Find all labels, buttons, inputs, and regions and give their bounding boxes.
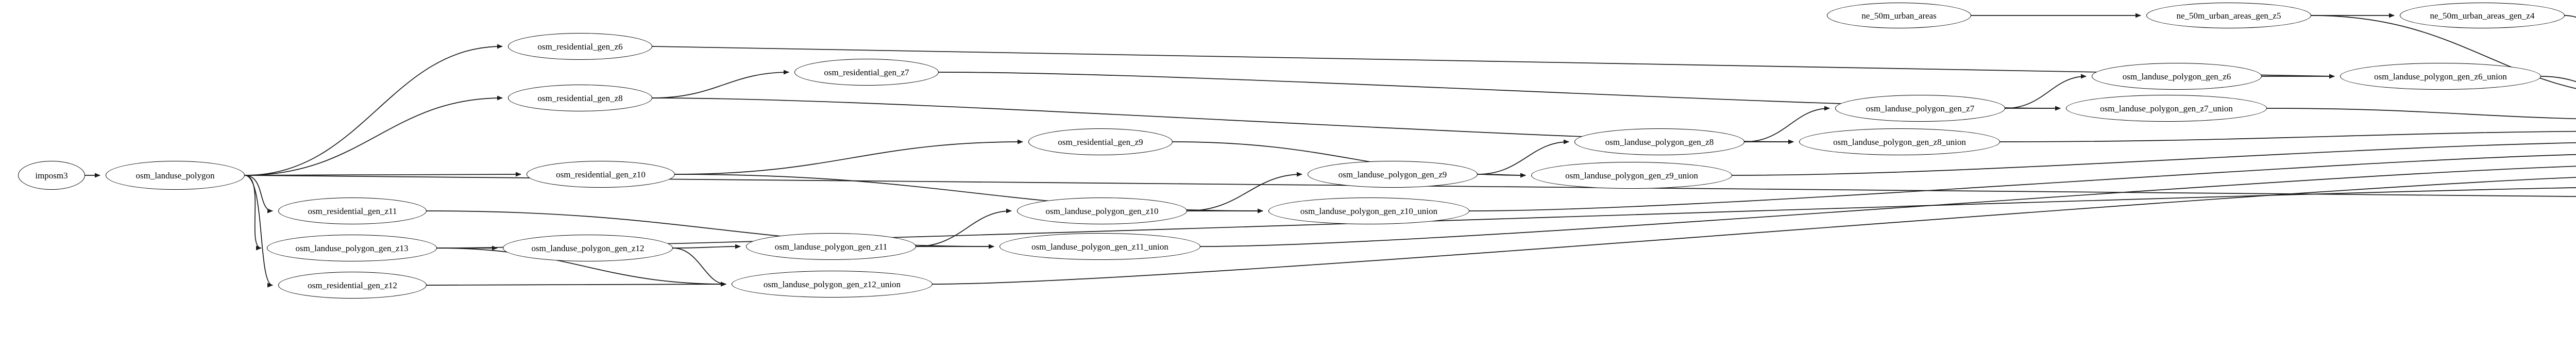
node-label: osm_landuse_polygon_gen_z11 xyxy=(774,241,888,252)
graph-node-osm_landuse_polygon_gen_z12[interactable]: osm_landuse_polygon_gen_z12 xyxy=(503,235,673,261)
graph-node-osm_landuse_polygon_gen_z9[interactable]: osm_landuse_polygon_gen_z9 xyxy=(1308,161,1478,188)
graph-node-osm_landuse_polygon_gen_z10_union[interactable]: osm_landuse_polygon_gen_z10_union xyxy=(1268,198,1469,224)
graph-edge-osm_landuse_polygon_gen_z6_union-to-layer_landuse:z6 xyxy=(2540,76,2576,83)
graph-node-osm_landuse_polygon_gen_z11[interactable]: osm_landuse_polygon_gen_z11 xyxy=(746,233,916,260)
graph-edge-osm_landuse_polygon_gen_z9-to-osm_landuse_polygon_gen_z8 xyxy=(1477,139,1569,175)
node-label: osm_landuse_polygon_gen_z10_union xyxy=(1300,206,1438,216)
graph-node-ne_50m_urban_areas[interactable]: ne_50m_urban_areas xyxy=(1827,3,1971,28)
node-label: osm_residential_gen_z9 xyxy=(1058,137,1143,147)
graph-node-osm_residential_gen_z11[interactable]: osm_residential_gen_z11 xyxy=(278,198,427,224)
graph-edge-osm_landuse_polygon-to-osm_residential_gen_z6 xyxy=(244,44,503,176)
node-label: osm_residential_gen_z8 xyxy=(537,93,623,103)
node-label: osm_landuse_polygon_gen_z12 xyxy=(531,243,645,253)
graph-node-osm_landuse_polygon[interactable]: osm_landuse_polygon xyxy=(106,161,245,190)
node-label: osm_landuse_polygon_gen_z6_union xyxy=(2374,71,2507,81)
graph-edge-osm_landuse_polygon_gen_z12_union-to-layer_landuse:z12 xyxy=(932,177,2576,285)
node-label: osm_landuse_polygon_gen_z6 xyxy=(2122,71,2231,81)
graph-node-osm_landuse_polygon_gen_z8_union[interactable]: osm_landuse_polygon_gen_z8_union xyxy=(1799,128,2000,155)
graph-edge-osm_landuse_polygon_gen_z12-to-osm_landuse_polygon_gen_z11 xyxy=(672,244,741,249)
node-label: osm_landuse_polygon_gen_z12_union xyxy=(763,279,901,289)
graph-node-osm_landuse_polygon_gen_z13[interactable]: osm_landuse_polygon_gen_z13 xyxy=(267,235,437,261)
node-label: osm_landuse_polygon_gen_z8_union xyxy=(1833,137,1966,147)
graph-edge-osm_landuse_polygon_gen_z13-to-osm_landuse_polygon_gen_z12_union xyxy=(436,248,726,287)
node-label: osm_residential_gen_z6 xyxy=(537,41,623,52)
graph-node-osm_residential_gen_z8[interactable]: osm_residential_gen_z8 xyxy=(508,85,652,111)
graph-edge-ne_50m_urban_areas_gen_z5-to-layer_landuse:z5 xyxy=(2311,15,2576,89)
node-label: osm_landuse_polygon_gen_z8 xyxy=(1605,137,1714,147)
graph-edge-osm_landuse_polygon-to-osm_residential_gen_z11 xyxy=(244,175,273,213)
graph-edge-osm_landuse_polygon_gen_z7-to-osm_landuse_polygon_gen_z6 xyxy=(2005,74,2087,109)
graph-edge-osm_landuse_polygon_gen_z9-to-osm_landuse_polygon_gen_z9_union xyxy=(1477,173,1526,178)
graph-edge-osm_landuse_polygon-to-osm_landuse_polygon_gen_z13 xyxy=(244,175,262,251)
graph-edge-osm_landuse_polygon_gen_z12-to-osm_landuse_polygon_gen_z12_union xyxy=(672,248,726,287)
node-label: osm_landuse_polygon_gen_z7 xyxy=(1866,103,1975,113)
node-label: ne_50m_urban_areas_gen_z4 xyxy=(2430,10,2535,21)
graph-node-osm_residential_gen_z9[interactable]: osm_residential_gen_z9 xyxy=(1028,128,1173,155)
graph-edge-osm_landuse_polygon_gen_z7_union-to-layer_landuse:z7 xyxy=(2266,108,2576,120)
node-label: osm_landuse_polygon_gen_z7_union xyxy=(2100,103,2233,113)
graph-node-osm_landuse_polygon_gen_z6_union[interactable]: osm_landuse_polygon_gen_z6_union xyxy=(2340,63,2541,90)
node-label: osm_residential_gen_z10 xyxy=(556,169,646,179)
graph-edge-osm_landuse_polygon_gen_z9_union-to-layer_landuse:z9 xyxy=(1732,142,2576,176)
node-label: imposm3 xyxy=(35,170,68,180)
graph-node-osm_landuse_polygon_gen_z8[interactable]: osm_landuse_polygon_gen_z8 xyxy=(1574,128,1744,155)
graph-node-osm_landuse_polygon_gen_z6[interactable]: osm_landuse_polygon_gen_z6 xyxy=(2092,63,2262,90)
graph-edge-osm_landuse_polygon_gen_z8_union-to-layer_landuse:z8 xyxy=(1999,130,2576,142)
node-label: osm_landuse_polygon xyxy=(135,170,215,180)
node-label: osm_residential_gen_z12 xyxy=(308,280,397,290)
node-label: osm_landuse_polygon_gen_z9_union xyxy=(1565,170,1698,180)
graph-edge-osm_landuse_polygon-to-osm_residential_gen_z8 xyxy=(244,95,503,176)
graph-edge-osm_landuse_polygon_gen_z10_union-to-layer_landuse:z10 xyxy=(1469,154,2576,211)
graph-edge-osm_residential_gen_z10-to-osm_residential_gen_z9 xyxy=(674,139,1023,175)
node-label: osm_landuse_polygon_gen_z10 xyxy=(1045,206,1159,216)
graph-node-imposm3[interactable]: imposm3 xyxy=(18,161,85,190)
graph-edge-osm_landuse_polygon_gen_z13-to-layer_landuse:z13 xyxy=(436,187,2576,249)
node-label: ne_50m_urban_areas xyxy=(1861,10,1937,21)
graph-node-osm_landuse_polygon_gen_z7[interactable]: osm_landuse_polygon_gen_z7 xyxy=(1835,95,2005,122)
graph-edge-osm_landuse_polygon_gen_z11-to-osm_landuse_polygon_gen_z10 xyxy=(916,208,1012,247)
node-label: ne_50m_urban_areas_gen_z5 xyxy=(2176,10,2281,21)
graph-edge-osm_landuse_polygon_gen_z8-to-osm_landuse_polygon_gen_z7 xyxy=(1744,106,1830,142)
graph-edge-osm_landuse_polygon-to-osm_residential_gen_z12 xyxy=(244,175,273,288)
graph-node-osm_landuse_polygon_gen_z12_union[interactable]: osm_landuse_polygon_gen_z12_union xyxy=(732,271,933,298)
graph-edge-osm_residential_gen_z12-to-osm_landuse_polygon_gen_z12_union xyxy=(426,282,726,287)
graph-node-osm_landuse_polygon_gen_z11_union[interactable]: osm_landuse_polygon_gen_z11_union xyxy=(999,233,1200,260)
graph-node-ne_50m_urban_areas_gen_z4[interactable]: ne_50m_urban_areas_gen_z4 xyxy=(2400,3,2565,28)
graph-node-osm_landuse_polygon_gen_z9_union[interactable]: osm_landuse_polygon_gen_z9_union xyxy=(1531,162,1732,189)
node-label: osm_residential_gen_z11 xyxy=(308,206,397,216)
graph-edge-osm_residential_gen_z8-to-osm_residential_gen_z7 xyxy=(652,70,789,98)
graph-node-osm_landuse_polygon_gen_z7_union[interactable]: osm_landuse_polygon_gen_z7_union xyxy=(2066,95,2267,122)
node-label: osm_landuse_polygon_gen_z11_union xyxy=(1031,241,1168,252)
graph-edge-ne_50m_urban_areas_gen_z4-to-layer_landuse:z4 xyxy=(2564,15,2576,18)
graph-node-osm_residential_gen_z10[interactable]: osm_residential_gen_z10 xyxy=(527,161,675,188)
graph-node-osm_residential_gen_z12[interactable]: osm_residential_gen_z12 xyxy=(278,272,427,299)
node-label: osm_landuse_polygon_gen_z9 xyxy=(1338,169,1447,179)
graph-edge-osm_landuse_polygon_gen_z10-to-osm_landuse_polygon_gen_z9 xyxy=(1187,172,1302,211)
graph-node-osm_residential_gen_z6[interactable]: osm_residential_gen_z6 xyxy=(508,33,652,60)
node-label: osm_landuse_polygon_gen_z13 xyxy=(295,243,409,253)
graph-node-osm_residential_gen_z7[interactable]: osm_residential_gen_z7 xyxy=(794,59,939,86)
graph-edge-osm_landuse_polygon-to-osm_residential_gen_z10 xyxy=(244,172,521,177)
graph-node-osm_landuse_polygon_gen_z10[interactable]: osm_landuse_polygon_gen_z10 xyxy=(1017,198,1187,224)
graph-node-ne_50m_urban_areas_gen_z5[interactable]: ne_50m_urban_areas_gen_z5 xyxy=(2146,3,2311,28)
node-label: osm_residential_gen_z7 xyxy=(824,67,909,77)
